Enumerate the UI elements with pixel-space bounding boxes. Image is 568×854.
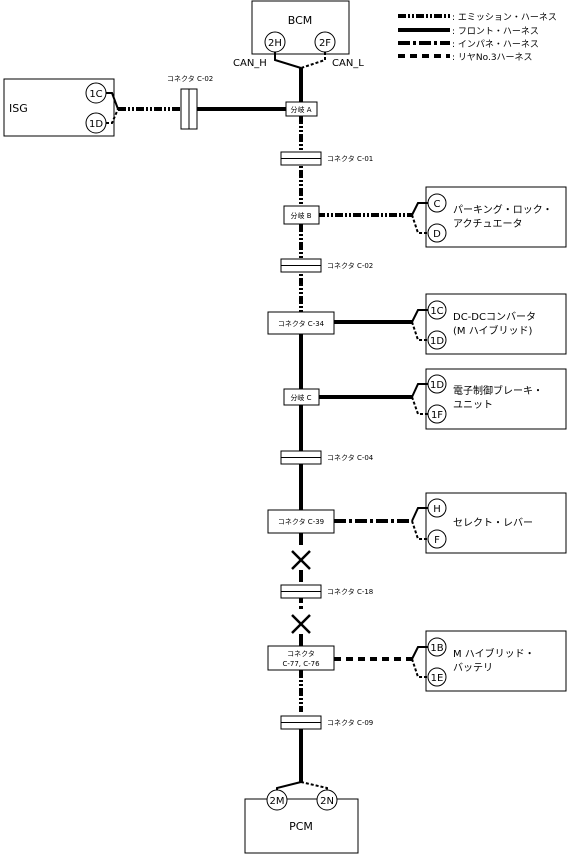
legend-ipanel-label: : インパネ・ハーネス: [452, 39, 539, 50]
junction-a: [285, 101, 318, 117]
pcm-pin-2n-wire: [300, 781, 328, 791]
junction-b-label: 分岐 B: [290, 211, 311, 220]
legend-rear-label: : リヤNo.3ハーネス: [452, 52, 533, 63]
parking-label-line2: アクチュエータ: [453, 218, 523, 230]
junction-b: [283, 205, 320, 225]
select-pin-f: [427, 529, 447, 549]
connector-c34-label: コネクタ C-34: [278, 319, 325, 328]
dcdc-pin-1d-label: 1D: [430, 336, 444, 347]
dcdc-pin-1d: [427, 330, 447, 350]
connector-c09-label: コネクタ C-09: [327, 718, 373, 727]
brake-pin-1f-wire: [411, 396, 428, 415]
can-l-label: CAN_L: [332, 58, 364, 69]
isg-label: ISG: [9, 102, 28, 115]
bcm-label: BCM: [288, 14, 313, 27]
hybrid-battery-box: [425, 630, 567, 692]
bcm-can-h-wire: [274, 52, 302, 69]
battery-pin-1b-wire: [411, 646, 428, 660]
dcdc-label-line2: (M ハイブリッド): [453, 324, 533, 337]
select-pin-h-wire: [411, 507, 428, 522]
legend-emission-label: : エミッション・ハーネス: [452, 12, 557, 23]
dcdc-pin-1c-label: 1C: [430, 306, 443, 317]
select-lever-box: [425, 492, 567, 554]
pcm-pin-2n: [316, 789, 338, 811]
brake-label-line2: ユニット: [453, 400, 493, 411]
dcdc-box: [425, 293, 567, 355]
select-pin-f-wire: [411, 520, 428, 540]
connector-c01-label: コネクタ C-01: [327, 154, 373, 163]
pcm-module: 2M 2N PCM: [244, 781, 359, 854]
isg-module: コネクタ C-02 ISG 1C 1D: [3, 74, 286, 137]
isg-pin-1d-wire: [106, 108, 119, 124]
junction-c: [283, 388, 320, 406]
select-lever-branch: コネクタ C-39 H F セレクト・レバー: [267, 492, 567, 554]
parking-actuator-box: [425, 186, 567, 248]
pcm-pin-2m-label: 2M: [270, 796, 285, 807]
parking-pin-c-label: C: [434, 199, 441, 210]
connector-c02-label: コネクタ C-02: [327, 261, 373, 270]
not-connected-mark-2: [291, 614, 311, 634]
pcm-box: [244, 798, 359, 854]
isg-connector-label: コネクタ C-02: [167, 74, 213, 83]
dcdc-branch: コネクタ C-34 1C 1D DC-DCコンバータ (M ハイブリッド): [267, 293, 567, 355]
battery-pin-1e: [427, 667, 447, 687]
connector-c39: [267, 509, 335, 534]
brake-pin-1f-label: 1F: [431, 410, 443, 421]
pcm-pin-2m-wire: [276, 781, 302, 791]
battery-pin-1b-label: 1B: [430, 643, 443, 654]
brake-branch: 分岐 C 1D 1F 電子制御ブレーキ・ ユニット: [283, 368, 567, 430]
hybrid-battery-branch: コネクタ C-77, C-76 1B 1E M ハイブリッド・ バッテリ: [267, 630, 567, 692]
brake-pin-1f: [427, 404, 447, 424]
connector-c04-label: コネクタ C-04: [327, 453, 374, 462]
select-pin-h-label: H: [433, 504, 441, 515]
parking-pin-d-label: D: [433, 229, 441, 240]
legend: : エミッション・ハーネス : フロント・ハーネス : インパネ・ハーネス : …: [398, 12, 557, 63]
connector-c77-label-line1: コネクタ: [287, 649, 315, 658]
connector-c77-c76: [267, 645, 335, 671]
not-connected-mark-1: [291, 550, 311, 570]
dcdc-pin-1c-wire: [411, 309, 428, 323]
bcm-pin-2h-label: 2H: [268, 38, 282, 49]
junction-c-label: 分岐 C: [290, 393, 311, 402]
battery-pin-1e-wire: [411, 658, 428, 678]
brake-pin-1d-wire: [411, 383, 428, 398]
connector-c39-label: コネクタ C-39: [278, 517, 324, 526]
dcdc-pin-1d-wire: [411, 321, 428, 341]
connector-c18-label: コネクタ C-18: [327, 587, 373, 596]
junction-a-label: 分岐 A: [290, 105, 311, 114]
can-h-label: CAN_H: [233, 58, 267, 69]
parking-pin-d-wire: [411, 214, 428, 234]
x-mark-1-stroke-b: [291, 550, 311, 570]
pcm-pin-2m: [266, 789, 288, 811]
parking-lock-branch: 分岐 B C D パーキング・ロック・ アクチュエータ: [283, 186, 567, 248]
brake-pin-1d-label: 1D: [430, 380, 444, 391]
legend-front-label: : フロント・ハーネス: [452, 26, 539, 37]
dcdc-label-line1: DC-DCコンバータ: [453, 311, 536, 323]
select-label: セレクト・レバー: [453, 517, 533, 529]
connector-c77-label-line2: C-77, C-76: [282, 660, 320, 668]
battery-label-line1: M ハイブリッド・: [453, 647, 535, 660]
brake-label-line1: 電子制御ブレーキ・: [453, 384, 543, 397]
parking-pin-d: [427, 223, 447, 243]
pcm-label: PCM: [289, 820, 313, 833]
x-mark-2-stroke-b: [291, 614, 311, 634]
connector-c34: [267, 311, 335, 335]
parking-pin-c-wire: [411, 202, 428, 216]
bcm-can-l-wire: [300, 52, 326, 69]
bcm-module: BCM 2H 2F CAN_H CAN_L: [233, 0, 364, 69]
isg-pin-1c-label: 1C: [89, 89, 102, 100]
isg-pin-1c-wire: [106, 92, 119, 110]
isg-pin-1d-label: 1D: [89, 119, 103, 130]
battery-pin-1e-label: 1E: [431, 673, 444, 684]
parking-label-line1: パーキング・ロック・: [453, 203, 553, 216]
battery-label-line2: バッテリ: [453, 662, 493, 674]
bcm-pin-2f-label: 2F: [319, 38, 331, 49]
pcm-pin-2n-label: 2N: [320, 796, 334, 807]
brake-unit-box: [425, 368, 567, 430]
select-pin-f-label: F: [434, 535, 440, 546]
